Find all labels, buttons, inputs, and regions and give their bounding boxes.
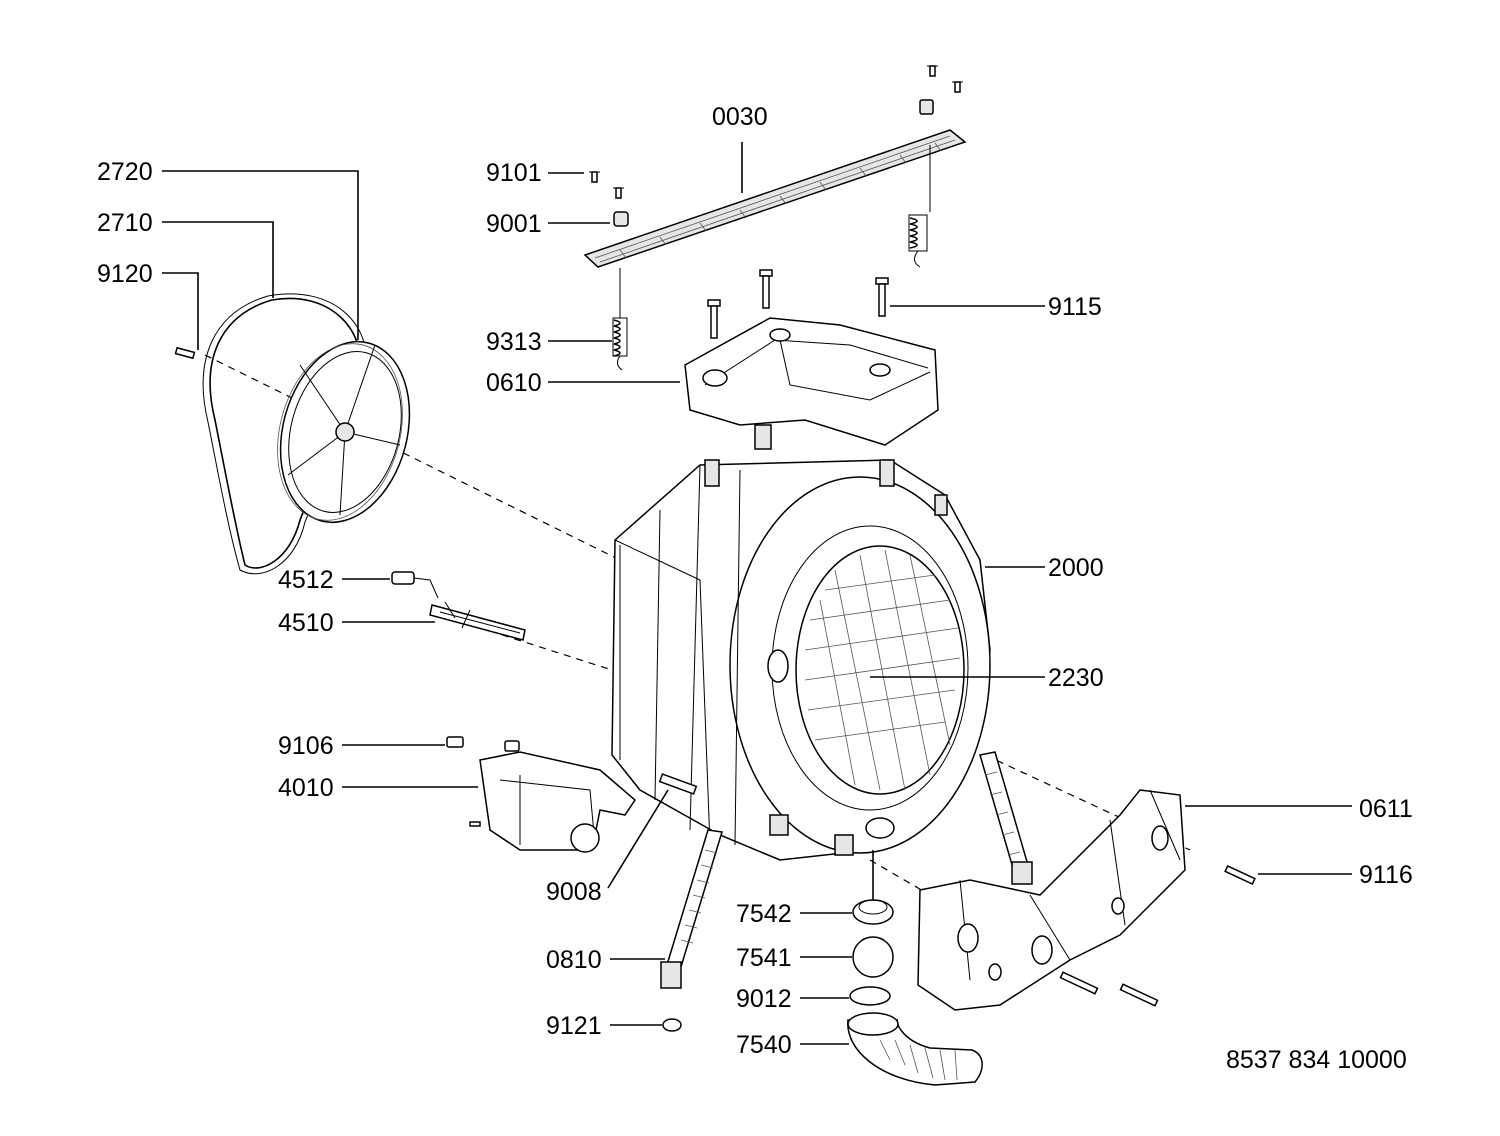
label-9116: 9116 [1359, 861, 1413, 889]
label-0810: 0810 [546, 946, 602, 974]
label-9101: 9101 [486, 159, 542, 187]
label-7541: 7541 [736, 944, 792, 972]
label-2230: 2230 [1048, 664, 1104, 692]
label-4510: 4510 [278, 609, 334, 637]
lower-counterweight [917, 789, 1256, 1011]
drain-pump [446, 736, 636, 853]
label-0030: 0030 [712, 103, 768, 131]
label-4010: 4010 [278, 774, 334, 802]
leader-lines [162, 142, 1352, 1045]
belt-and-pulley [174, 293, 411, 575]
label-7540: 7540 [736, 1031, 792, 1059]
drawing-number: 8537 834 10000 [1226, 1046, 1407, 1074]
top-support-rail [583, 65, 967, 268]
label-9012: 9012 [736, 985, 792, 1013]
label-2720: 2720 [97, 158, 153, 186]
part-labels: 0030 9101 9001 9313 0610 9115 2720 2710 … [97, 103, 1413, 1074]
label-0610: 0610 [486, 369, 542, 397]
label-9121: 9121 [546, 1012, 602, 1040]
shock-absorbers [660, 751, 1033, 1032]
label-9115: 9115 [1048, 293, 1102, 321]
upper-counterweight [684, 269, 939, 446]
label-9001: 9001 [486, 210, 542, 238]
label-2000: 2000 [1048, 554, 1104, 582]
label-2710: 2710 [97, 209, 153, 237]
label-7542: 7542 [736, 900, 792, 928]
tub-assembly [611, 424, 991, 861]
label-9008: 9008 [546, 878, 602, 906]
label-0611: 0611 [1359, 795, 1413, 823]
label-9120: 9120 [97, 260, 153, 288]
label-4512: 4512 [278, 566, 334, 594]
drain-seal-parts [847, 899, 983, 1086]
label-9313: 9313 [486, 328, 542, 356]
heater-assembly [391, 571, 526, 641]
suspension-springs [612, 145, 931, 371]
label-9106: 9106 [278, 732, 334, 760]
